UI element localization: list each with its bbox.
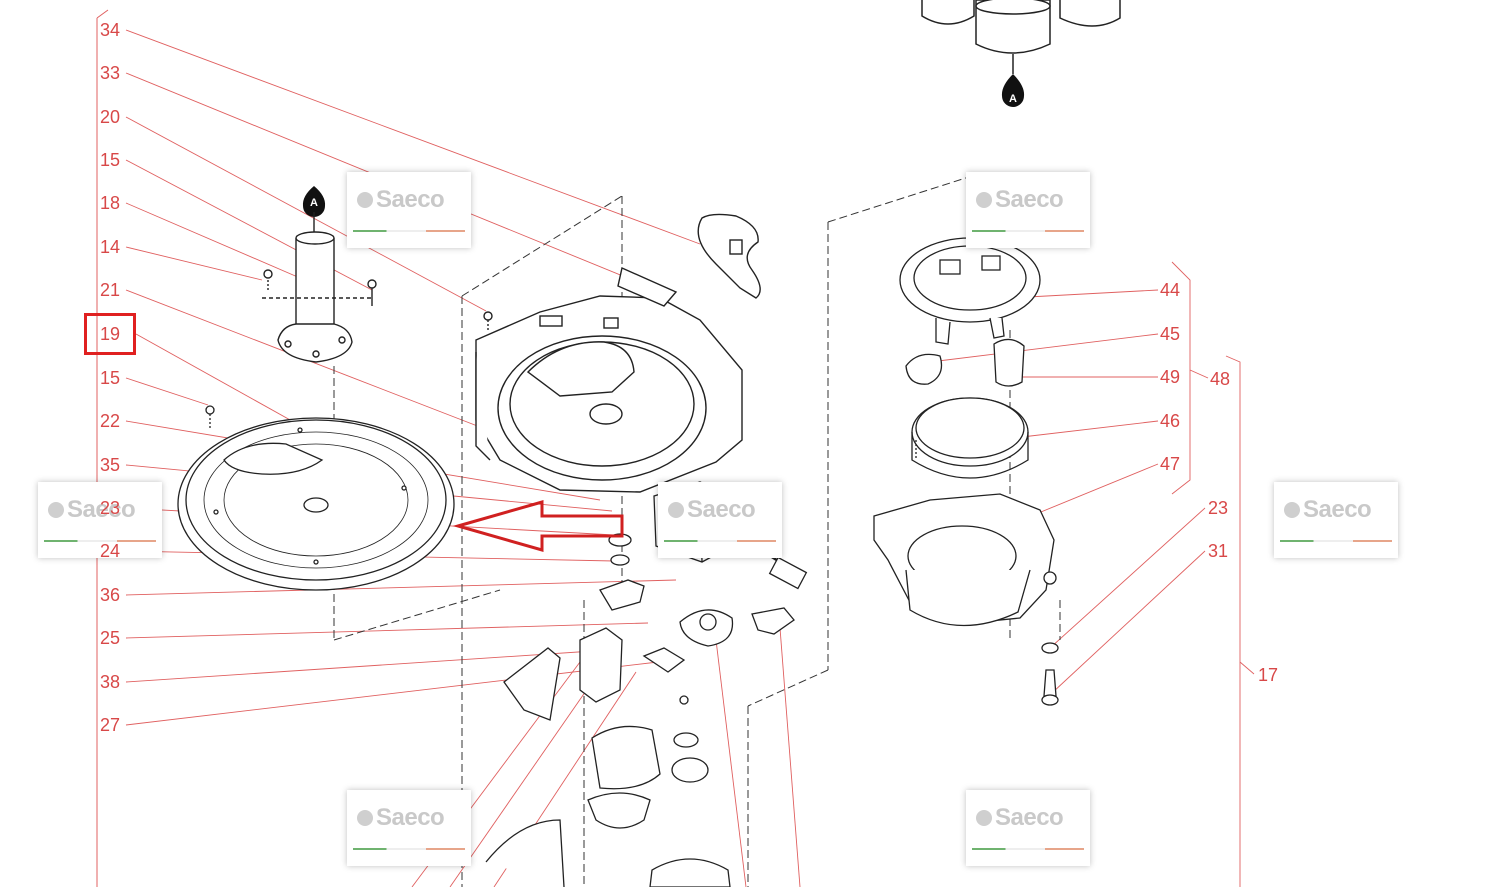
part-label: 38 xyxy=(100,672,121,692)
top-pods xyxy=(921,0,1121,74)
highlight-box xyxy=(84,313,136,355)
watermark-logo: Saeco xyxy=(38,482,162,558)
watermark-logo: Saeco xyxy=(347,790,471,866)
group-label: 17 xyxy=(1258,665,1279,685)
part-label: 22 xyxy=(100,411,121,431)
part-label: 14 xyxy=(100,237,121,257)
part-label: 18 xyxy=(100,193,121,213)
part-label: 31 xyxy=(1208,541,1229,561)
marker-letter: A xyxy=(310,197,318,209)
dosing-disc xyxy=(177,405,455,591)
part-label: 44 xyxy=(1160,280,1181,300)
callout-arrow xyxy=(452,500,624,552)
part-label: 23 xyxy=(100,498,121,518)
watermark-logo: Saeco xyxy=(658,482,782,558)
part-label: 35 xyxy=(100,455,121,475)
right-ring-assembly xyxy=(873,237,1059,706)
part-label: 21 xyxy=(100,280,121,300)
part-label: 27 xyxy=(100,715,121,735)
part-label: 34 xyxy=(100,20,121,40)
chute-tube xyxy=(262,212,377,363)
marker-letter: A xyxy=(1009,93,1017,105)
leader-lines-right xyxy=(411,261,1255,887)
marker-a-left: A xyxy=(302,186,326,217)
part-label: 36 xyxy=(100,585,121,605)
watermark-logo: Saeco xyxy=(966,790,1090,866)
part-label: 49 xyxy=(1160,367,1181,387)
watermark-logo: Saeco xyxy=(347,172,471,248)
marker-a-top: A xyxy=(1001,74,1025,107)
part-label: 25 xyxy=(100,628,121,648)
part-label-highlighted: 19 xyxy=(100,324,121,344)
part-label: 47 xyxy=(1160,454,1181,474)
part-label: 46 xyxy=(1160,411,1181,431)
group-label: 48 xyxy=(1210,369,1231,389)
part-label: 45 xyxy=(1160,324,1181,344)
dispenser-housing xyxy=(475,213,761,493)
watermark-logo: Saeco xyxy=(966,172,1090,248)
part-label: 23 xyxy=(1208,498,1229,518)
part-label: 15 xyxy=(100,150,121,170)
part-label: 24 xyxy=(100,541,121,561)
part-label: 33 xyxy=(100,63,121,83)
part-label: 15 xyxy=(100,368,121,388)
watermark-logo: Saeco xyxy=(1274,482,1398,558)
part-label: 20 xyxy=(100,107,121,127)
